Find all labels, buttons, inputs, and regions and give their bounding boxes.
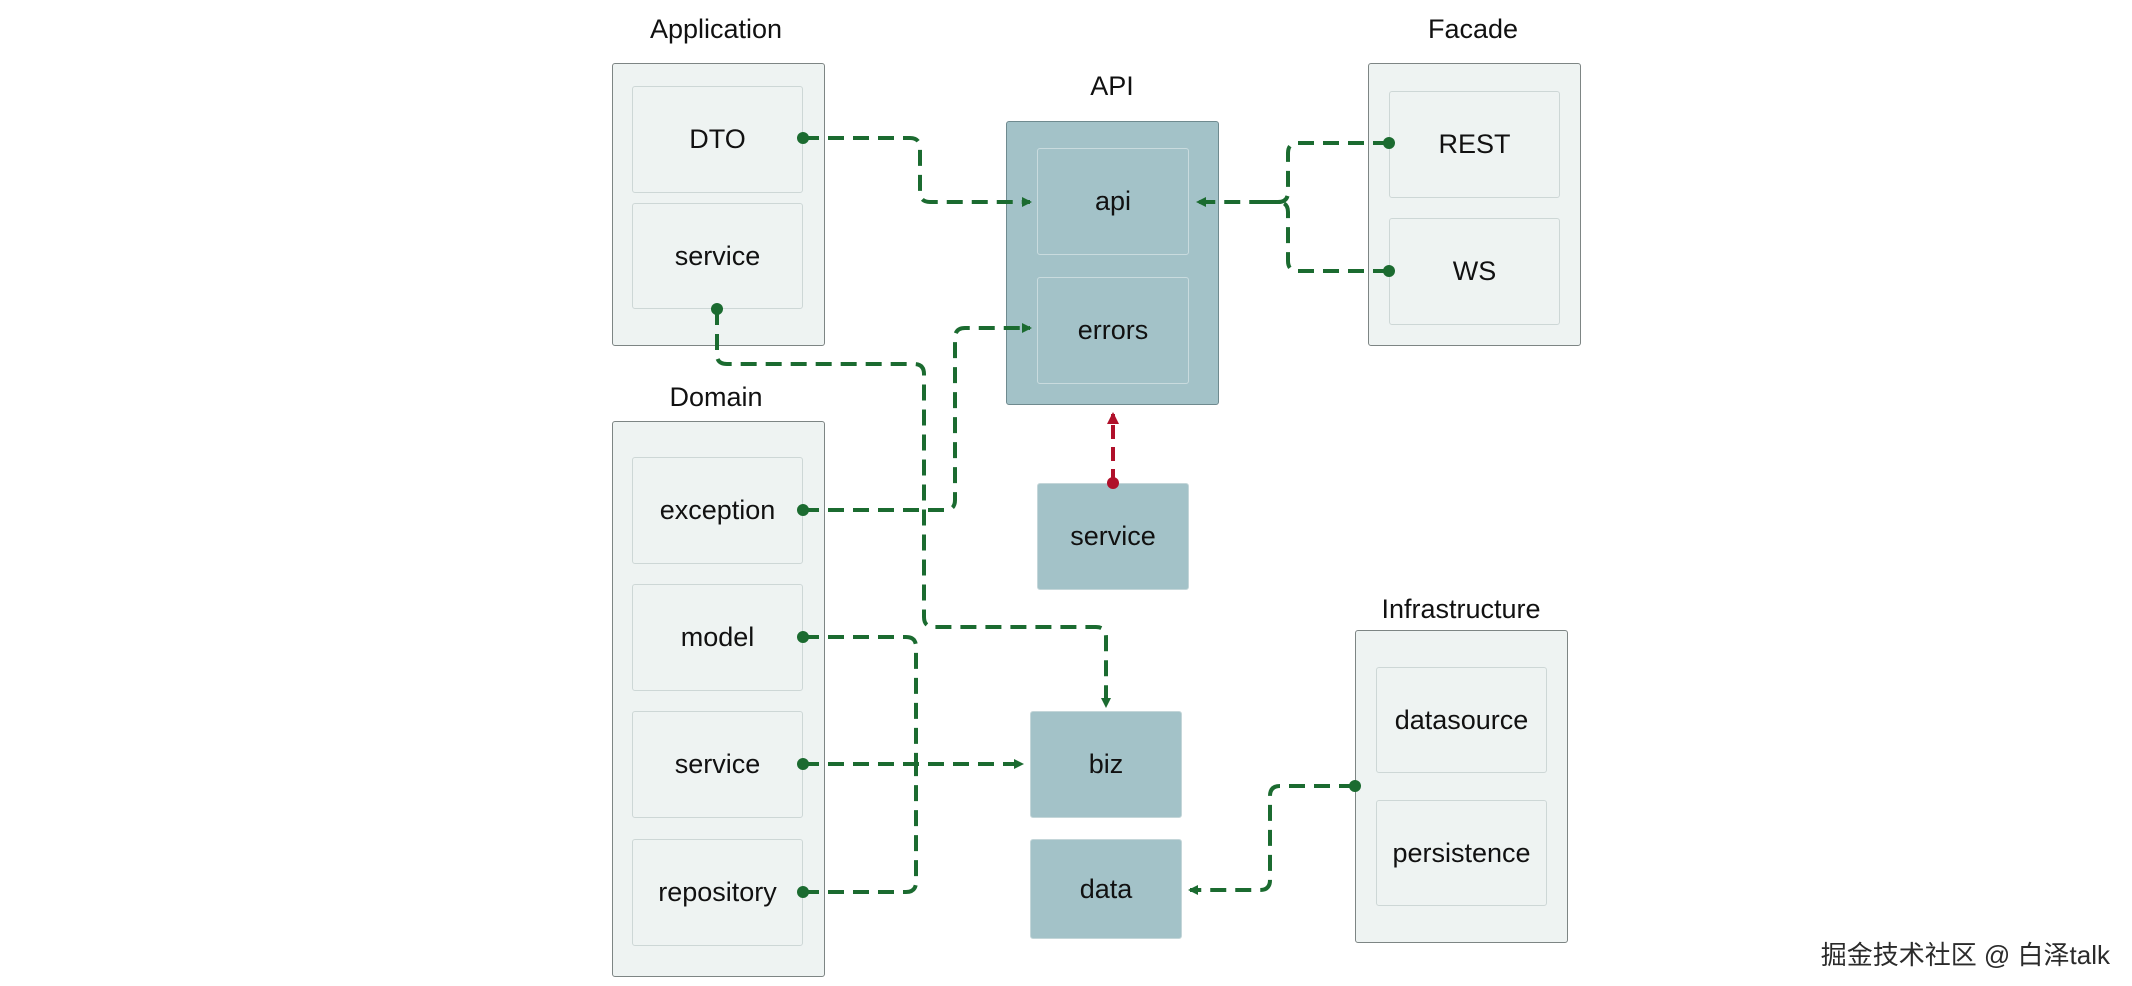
data-node[interactable]: data bbox=[1030, 839, 1182, 939]
application-dto-node[interactable]: DTO bbox=[632, 86, 803, 193]
dot-model bbox=[797, 631, 809, 643]
dot-repository bbox=[797, 886, 809, 898]
edge-ws-to-api bbox=[1260, 200, 1389, 273]
edge-model-to-biz bbox=[803, 635, 918, 764]
domain-model-node[interactable]: model bbox=[632, 584, 803, 691]
biz-node[interactable]: biz bbox=[1030, 711, 1182, 818]
infrastructure-datasource-node[interactable]: datasource bbox=[1376, 667, 1547, 773]
edge-datasource-to-data bbox=[1188, 784, 1355, 895]
edge-exception-to-errors bbox=[803, 323, 1032, 512]
dot-dto bbox=[797, 132, 809, 144]
edge-repository-to-biz bbox=[803, 764, 918, 894]
dot-domainservice bbox=[797, 758, 809, 770]
dot-rest bbox=[1383, 137, 1395, 149]
domain-service-node[interactable]: service bbox=[632, 711, 803, 818]
dot-service bbox=[1107, 477, 1119, 489]
infrastructure-persistence-node[interactable]: persistence bbox=[1376, 800, 1547, 906]
facade-rest-node[interactable]: REST bbox=[1389, 91, 1560, 198]
watermark-text: 掘金技术社区 @ 白泽talk bbox=[1820, 940, 2110, 970]
facade-ws-node[interactable]: WS bbox=[1389, 218, 1560, 325]
dot-datasource bbox=[1349, 780, 1361, 792]
dot-ws bbox=[1383, 265, 1395, 277]
domain-title: Domain bbox=[669, 382, 763, 412]
infrastructure-title: Infrastructure bbox=[1381, 594, 1541, 624]
standalone-service-node[interactable]: service bbox=[1037, 483, 1189, 590]
api-title: API bbox=[1090, 71, 1134, 101]
facade-title: Facade bbox=[1427, 14, 1519, 44]
edge-dto-to-api bbox=[803, 136, 1032, 207]
dot-appservice bbox=[711, 303, 723, 315]
domain-repository-node[interactable]: repository bbox=[632, 839, 803, 946]
dot-exception bbox=[797, 504, 809, 516]
api-errors-node[interactable]: errors bbox=[1037, 277, 1189, 384]
api-api-node[interactable]: api bbox=[1037, 148, 1189, 255]
domain-exception-node[interactable]: exception bbox=[632, 457, 803, 564]
edge-appservice-to-biz bbox=[715, 309, 1111, 708]
edge-rest-to-api bbox=[1196, 141, 1389, 207]
application-title: Application bbox=[649, 14, 783, 44]
application-service-node[interactable]: service bbox=[632, 203, 803, 309]
